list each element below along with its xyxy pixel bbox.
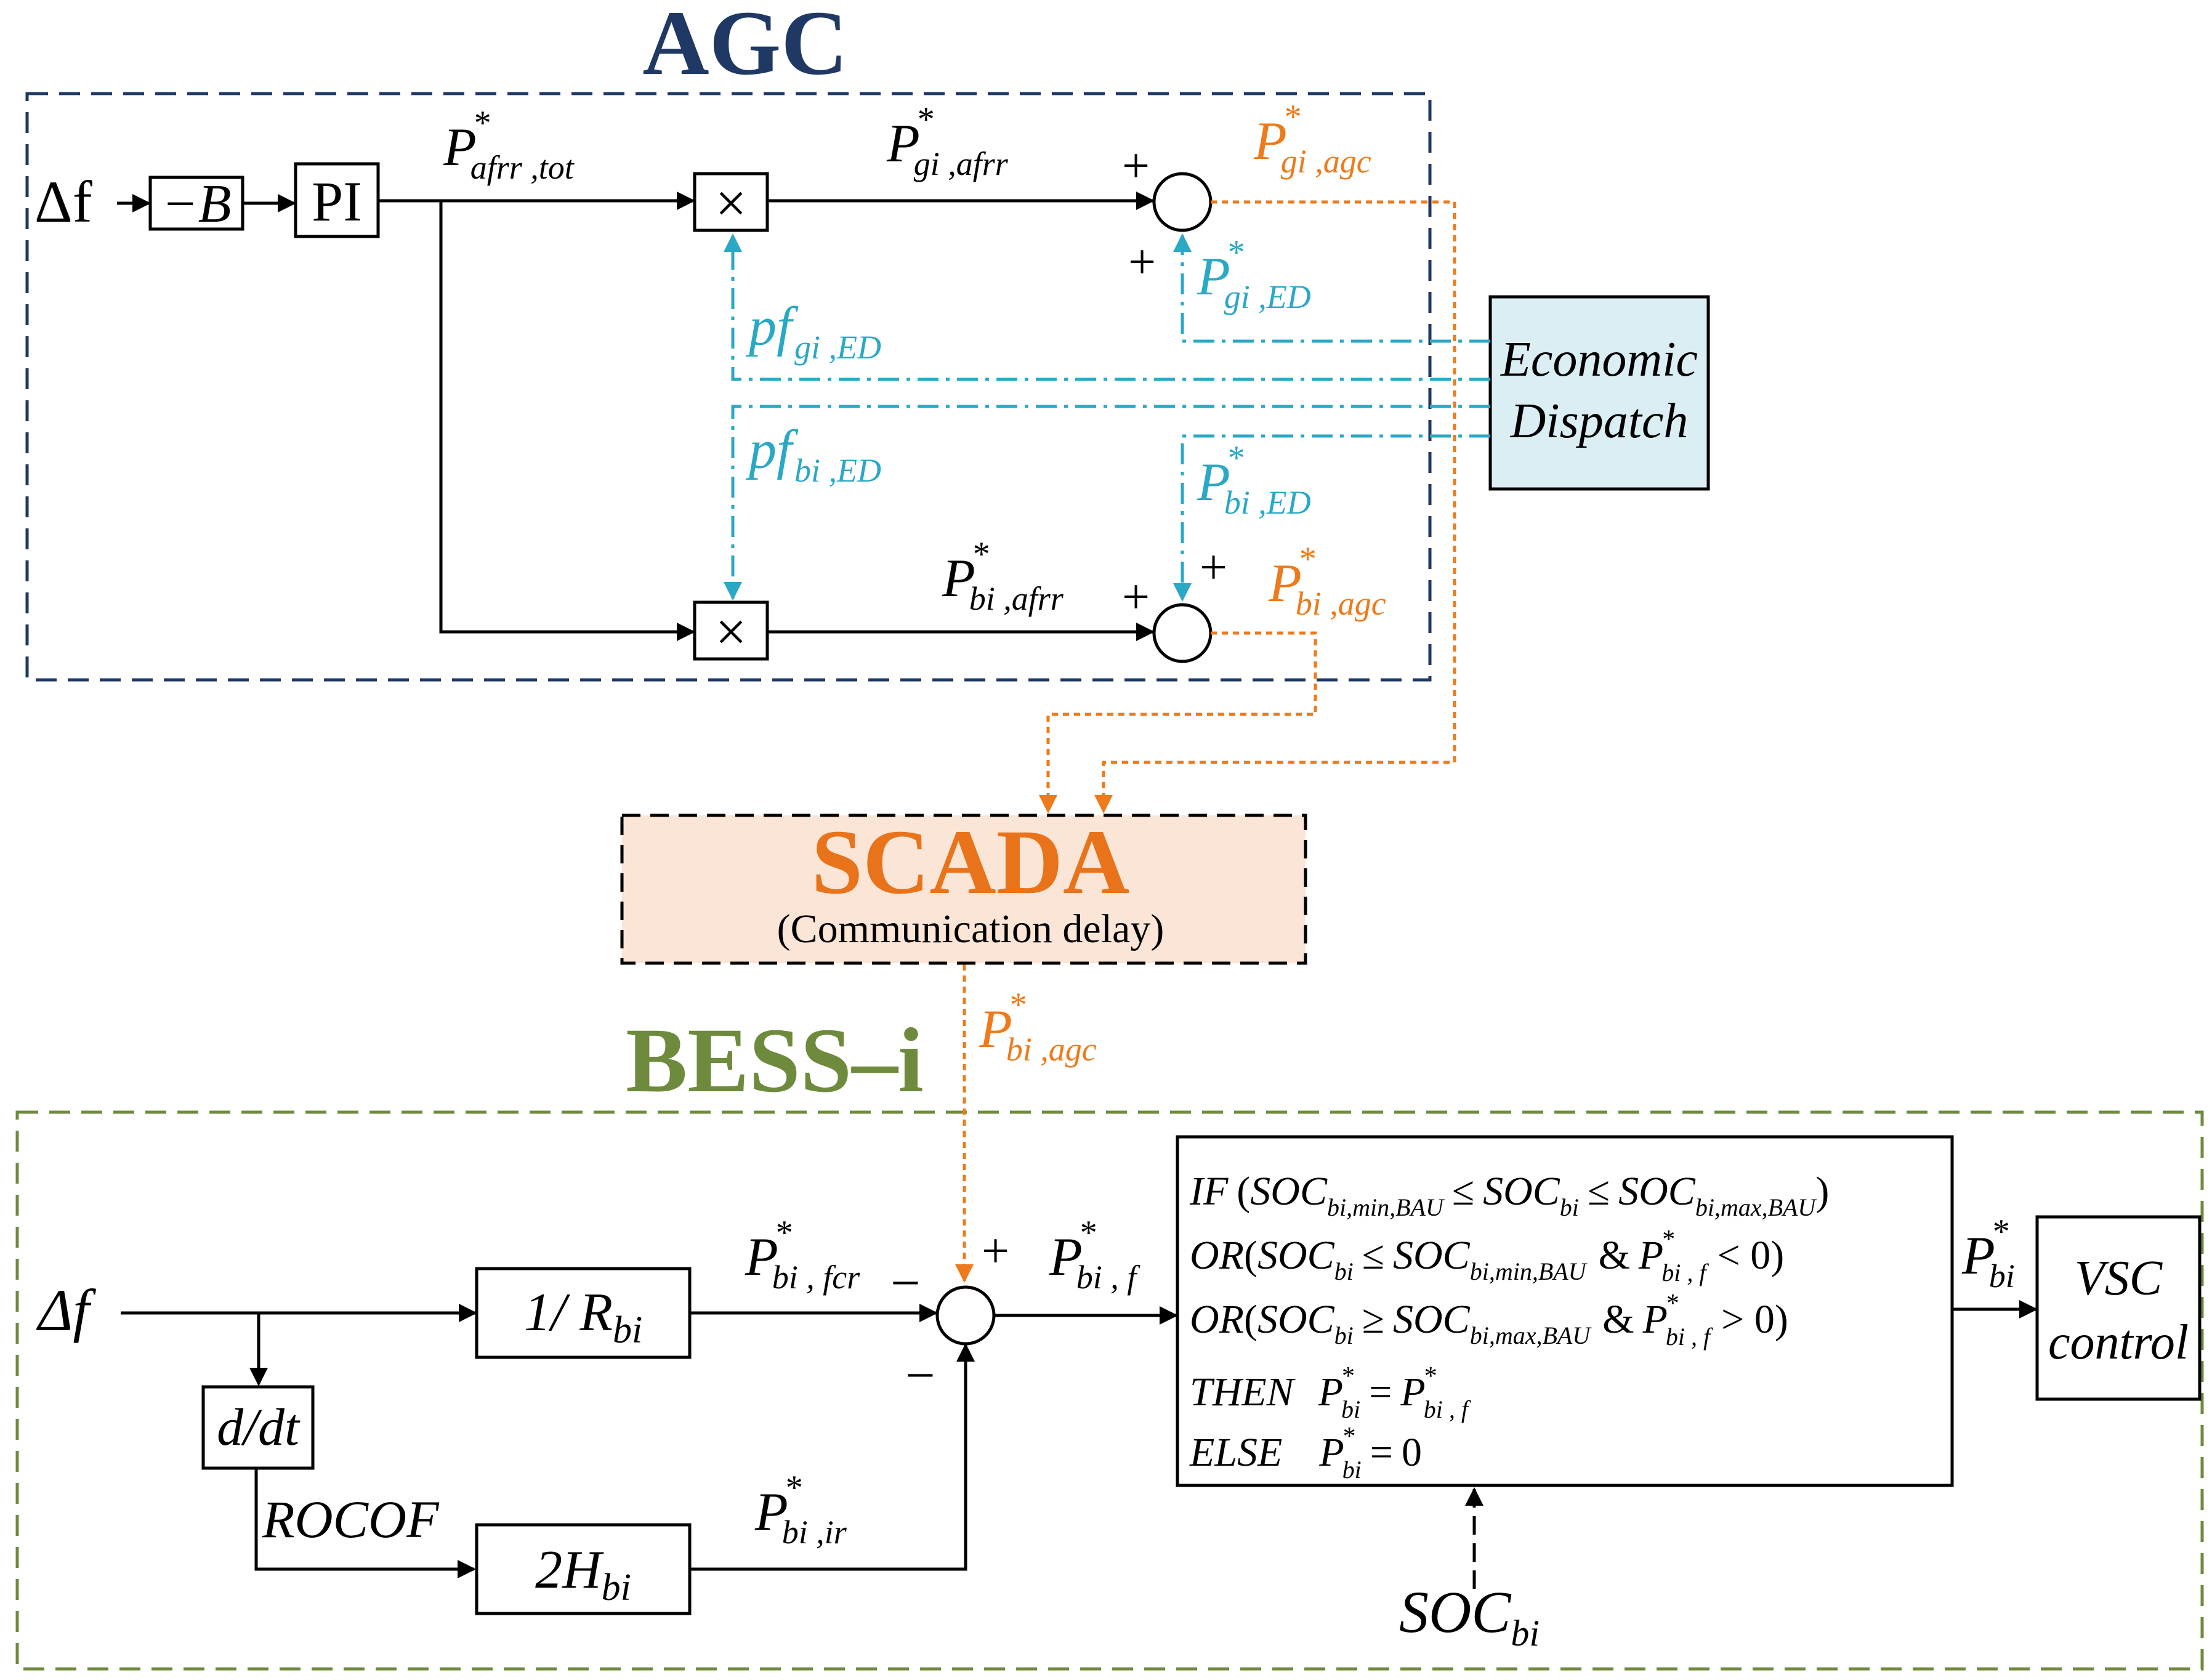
p-gi-agc-line bbox=[1094, 200, 1456, 814]
logic-line-or-min: OR(SOCbi≤SOCbi,min,BAU&P*bi , f< 0) bbox=[1190, 1226, 1784, 1286]
minus-sign: − bbox=[890, 1253, 921, 1312]
summer-bess bbox=[935, 1285, 996, 1346]
soc-input-label: SOCbi bbox=[1399, 1579, 1540, 1654]
label-p-bi-f: P*bi , f bbox=[1049, 1214, 1140, 1296]
summer-bi bbox=[1152, 603, 1213, 663]
pi-block-label: PI bbox=[312, 170, 362, 233]
economic-dispatch-block bbox=[1488, 295, 1710, 491]
multiplier-bi-symbol: × bbox=[716, 602, 747, 663]
logic-line-or-max: OR(SOCbi≥SOCbi,max,BAU&P*bi , f> 0) bbox=[1190, 1290, 1788, 1351]
bess-line-ddt-to-inertia bbox=[254, 1468, 476, 1578]
gain-block-label: −B bbox=[161, 174, 231, 234]
droop-block-label: 1/ Rbi bbox=[524, 1283, 642, 1351]
logic-block bbox=[1176, 1135, 1954, 1487]
agc-input-delta-f: Δf bbox=[34, 169, 92, 235]
gain-block bbox=[148, 176, 244, 231]
label-p-bi-afrr: P*bi ,afrr bbox=[942, 535, 1064, 617]
scada-block bbox=[620, 814, 1307, 965]
label-p-gi-agc: P*gi ,agc bbox=[1253, 98, 1371, 180]
pf-bi-ed-line bbox=[724, 405, 1490, 600]
plus-sign: + bbox=[1122, 570, 1150, 624]
summer-gi bbox=[1152, 172, 1213, 232]
derivative-block-label: d/dt bbox=[217, 1397, 301, 1456]
logic-line-if: IF(SOCbi,min,BAU≤SOCbi≤SOCbi,max,BAU) bbox=[1189, 1169, 1829, 1221]
label-pf-bi-ed: pfbi ,ED bbox=[745, 419, 881, 489]
p-bi-agc-line bbox=[1039, 631, 1317, 814]
orange-signal-lines bbox=[955, 200, 1456, 1283]
agc-title: AGC bbox=[642, 0, 847, 94]
agc-line-branch-down bbox=[439, 201, 695, 641]
multiplier-gi-symbol: × bbox=[716, 173, 747, 234]
plus-sign: + bbox=[1122, 139, 1150, 193]
label-p-gi-ed: P*gi ,ED bbox=[1197, 233, 1311, 315]
rocof-label: ROCOF bbox=[262, 1490, 440, 1549]
p-gi-ed-line bbox=[1173, 233, 1490, 343]
bess-input-delta-f: Δf bbox=[36, 1277, 96, 1343]
p-bi-ed-line bbox=[1173, 434, 1490, 602]
minus-sign: − bbox=[905, 1346, 935, 1405]
logic-lines: IF(SOCbi,min,BAU≤SOCbi≤SOCbi,max,BAU) OR… bbox=[1189, 1169, 1829, 1484]
label-p-bi-agc-top: P*bi ,agc bbox=[1268, 540, 1386, 622]
label-p-bi-ir: P*bi ,ir bbox=[754, 1469, 847, 1551]
scada-title: SCADA bbox=[812, 811, 1130, 913]
bess-frame bbox=[15, 1110, 2204, 1671]
label-p-gi-afrr: P*gi ,afrr bbox=[886, 100, 1009, 182]
economic-dispatch-line2: Dispatch bbox=[1510, 394, 1689, 448]
pf-gi-ed-line bbox=[724, 233, 1490, 381]
label-p-bi-agc-bess: P*bi ,agc bbox=[979, 986, 1097, 1068]
label-p-bi: P*bi bbox=[1961, 1213, 2015, 1294]
multiplier-bi bbox=[693, 600, 769, 661]
label-p-bi-fcr: P*bi , fcr bbox=[745, 1214, 860, 1296]
agc-frame bbox=[25, 92, 1432, 682]
bess-title: BESS–i bbox=[626, 1009, 924, 1112]
inertia-block bbox=[475, 1523, 692, 1615]
label-pf-gi-ed: pfgi ,ED bbox=[745, 296, 881, 366]
plus-sign: + bbox=[1200, 541, 1227, 595]
derivative-block bbox=[201, 1385, 315, 1470]
cyan-signal-lines bbox=[724, 233, 1490, 602]
droop-block bbox=[475, 1267, 692, 1359]
plus-sign: + bbox=[982, 1224, 1009, 1278]
scada-subtitle: (Communication delay) bbox=[777, 907, 1165, 951]
plus-sign: + bbox=[1128, 235, 1156, 289]
label-p-afrr-tot: P*afrr ,tot bbox=[443, 104, 575, 186]
inertia-block-label: 2Hbi bbox=[535, 1540, 631, 1609]
bess-line-inertia-to-sum bbox=[690, 1343, 975, 1571]
economic-dispatch-line1: Economic bbox=[1500, 333, 1698, 387]
vsc-line2: control bbox=[2048, 1315, 2189, 1370]
label-p-bi-ed: P*bi ,ED bbox=[1197, 439, 1311, 521]
vsc-control-block bbox=[2035, 1215, 2202, 1401]
vsc-line1: VSC bbox=[2075, 1251, 2163, 1306]
